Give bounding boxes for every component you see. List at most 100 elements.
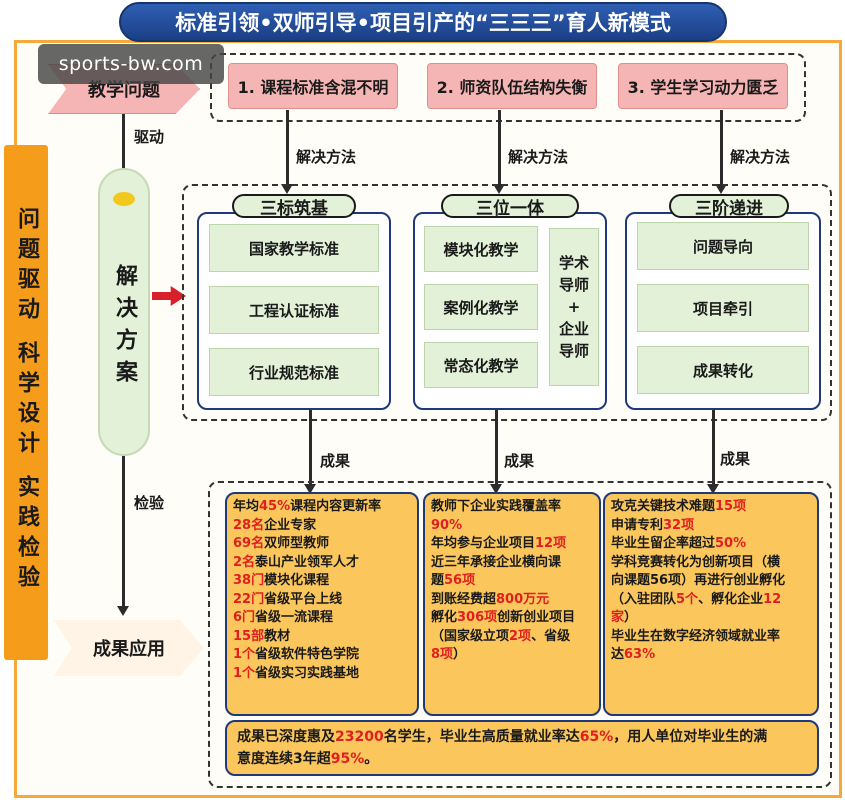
result-highlight: 45% xyxy=(259,499,291,514)
result-highlight: 63% xyxy=(624,647,656,662)
pill-dot-icon xyxy=(113,192,135,206)
result-text: 省级实习实践基地 xyxy=(255,665,360,681)
problem-3: 3. 学生学习动力匮乏 xyxy=(618,63,788,109)
method-label-2: 解决方法 xyxy=(508,148,569,166)
result-line: 孵化306项创新创业项目 xyxy=(431,609,593,628)
result-text: 模块化课程 xyxy=(264,573,330,588)
result-text: 名学生，毕业生高质量就业率达 xyxy=(383,729,580,745)
side-text-4: 企业 xyxy=(558,320,589,338)
left-column-text-3: 实践检验 xyxy=(14,475,39,595)
result-line-3 xyxy=(712,410,715,486)
method-label-1: 解决方法 xyxy=(296,148,357,166)
result-text: 课程内容更新率 xyxy=(290,499,382,514)
solution-pill: 解决方案 xyxy=(98,168,150,456)
group-1-item-2-text: 工程认证标准 xyxy=(248,301,339,320)
result-highlight: 15项 xyxy=(715,499,747,514)
solutions-container xyxy=(182,184,832,421)
side-text-5: 导师 xyxy=(558,342,589,360)
result-highlight: 32项 xyxy=(663,517,695,533)
result-text: 意度连续3年超 xyxy=(237,751,331,767)
group-3-item-2-text: 项目牵引 xyxy=(692,299,753,318)
result-line: 毕业生在数字经济领域就业率 xyxy=(611,628,811,647)
result-line: 15部教材 xyxy=(233,628,411,647)
method-line-2 xyxy=(498,110,501,186)
result-text: 近三年承接企业横向课 xyxy=(431,554,562,570)
drive-label: 驱动 xyxy=(134,128,165,146)
group-3-item-1: 问题导向 xyxy=(637,222,809,270)
result-highlight: 6门 xyxy=(233,610,256,625)
result-text: 省级软件特色学院 xyxy=(255,647,360,662)
result-text: 。 xyxy=(364,751,379,767)
result-arrow-1-icon xyxy=(304,484,316,494)
result-arrow-2-icon xyxy=(490,484,502,494)
results-panel-3: 攻克关键技术难题15项申请专利32项毕业生留企率超过50%学科竞赛转化为创新项目… xyxy=(603,492,819,716)
result-text: 年均参与企业项目 xyxy=(431,536,536,551)
result-text: ） xyxy=(453,647,467,662)
result-highlight: 28名 xyxy=(233,517,265,533)
result-line: 家） xyxy=(611,609,811,628)
result-line: 年均参与企业项目12项 xyxy=(431,535,593,554)
result-line: 1个省级实习实践基地 xyxy=(233,665,411,684)
page-title: 标准引领•双师引导•项目引产的“三三三”育人新模式 xyxy=(175,11,671,35)
group-2-item-3: 常态化教学 xyxy=(424,342,538,388)
result-line: （入驻团队5个、孵化企业12 xyxy=(611,591,811,610)
result-line: 意度连续3年超95%。 xyxy=(237,748,807,770)
result-line: 38门模块化课程 xyxy=(233,572,411,591)
result-highlight: 65% xyxy=(579,729,614,745)
result-line: 学科竞赛转化为创新项目（横 xyxy=(611,554,811,573)
result-text: 成果已深度惠及 xyxy=(237,729,335,745)
result-highlight: 2项 xyxy=(509,628,532,644)
result-text: ，用人单位对毕业生的满 xyxy=(613,729,768,745)
result-highlight: 800万元 xyxy=(496,591,550,607)
result-line: 向课题56项）再进行创业孵化 xyxy=(611,572,811,591)
result-highlight: 306项 xyxy=(457,610,498,625)
problem-3-text: 3. 学生学习动力匮乏 xyxy=(627,78,779,97)
result-highlight: 56项 xyxy=(444,573,476,588)
group-2-item-1: 模块化教学 xyxy=(424,226,538,272)
result-text: 、省级 xyxy=(531,628,571,644)
result-highlight: 8项 xyxy=(431,647,454,662)
left-column: 问题驱动 科学设计 实践检验 xyxy=(4,145,48,660)
watermark: sports-bw.com xyxy=(38,44,224,84)
result-highlight: 12 xyxy=(763,591,782,607)
group-3-item-3: 成果转化 xyxy=(637,346,809,394)
result-text: 孵化 xyxy=(431,610,458,625)
problem-2: 2. 师资队伍结构失衡 xyxy=(427,63,597,109)
problem-1-text: 1. 课程标准含混不明 xyxy=(237,78,389,97)
group-3-title-text: 三阶递进 xyxy=(695,198,763,219)
result-text: 毕业生留企率超过 xyxy=(611,536,716,551)
group-2-item-3-text: 常态化教学 xyxy=(443,356,519,375)
result-text: 教材 xyxy=(264,628,291,644)
group-3-item-1-text: 问题导向 xyxy=(692,237,753,256)
result-text: 向课题56项）再进行创业孵化 xyxy=(611,573,786,588)
result-text: 创新创业项目 xyxy=(497,610,576,625)
flow-line-top xyxy=(122,114,125,172)
result-line: 1个省级软件特色学院 xyxy=(233,646,411,665)
result-line-2 xyxy=(495,410,498,486)
flow-arrow-down-icon xyxy=(117,606,129,616)
result-highlight: 22门 xyxy=(233,591,265,607)
group-3-item-3-text: 成果转化 xyxy=(692,361,753,380)
result-text: 、孵化企业 xyxy=(698,591,764,607)
result-highlight: 95% xyxy=(330,751,365,767)
group-2-side-box: 学术 导师 + 企业 导师 xyxy=(549,228,599,386)
result-highlight: 1个 xyxy=(233,647,256,662)
result-text: 攻克关键技术难题 xyxy=(611,499,716,514)
result-highlight: 69名 xyxy=(233,536,265,551)
result-text: 到账经费超 xyxy=(431,591,497,607)
side-text-2: 导师 xyxy=(558,276,589,294)
result-line: 近三年承接企业横向课 xyxy=(431,554,593,573)
method-arrow-3-icon xyxy=(715,184,727,194)
title-banner: 标准引领•双师引导•项目引产的“三三三”育人新模式 xyxy=(119,2,727,42)
check-label: 检验 xyxy=(134,494,165,512)
result-text: （国家级立项 xyxy=(431,628,510,644)
group-1-title: 三标筑基 xyxy=(232,194,356,219)
result-highlight: 1个 xyxy=(233,665,256,681)
method-label-3: 解决方法 xyxy=(730,148,791,166)
summary-panel: 成果已深度惠及23200名学生，毕业生高质量就业率达65%，用人单位对毕业生的满… xyxy=(225,720,819,776)
solution-label: 解决方案 xyxy=(112,264,137,392)
side-text-3: + xyxy=(567,298,581,316)
group-1-item-1: 国家教学标准 xyxy=(209,224,379,272)
result-highlight: 5个 xyxy=(676,591,699,607)
